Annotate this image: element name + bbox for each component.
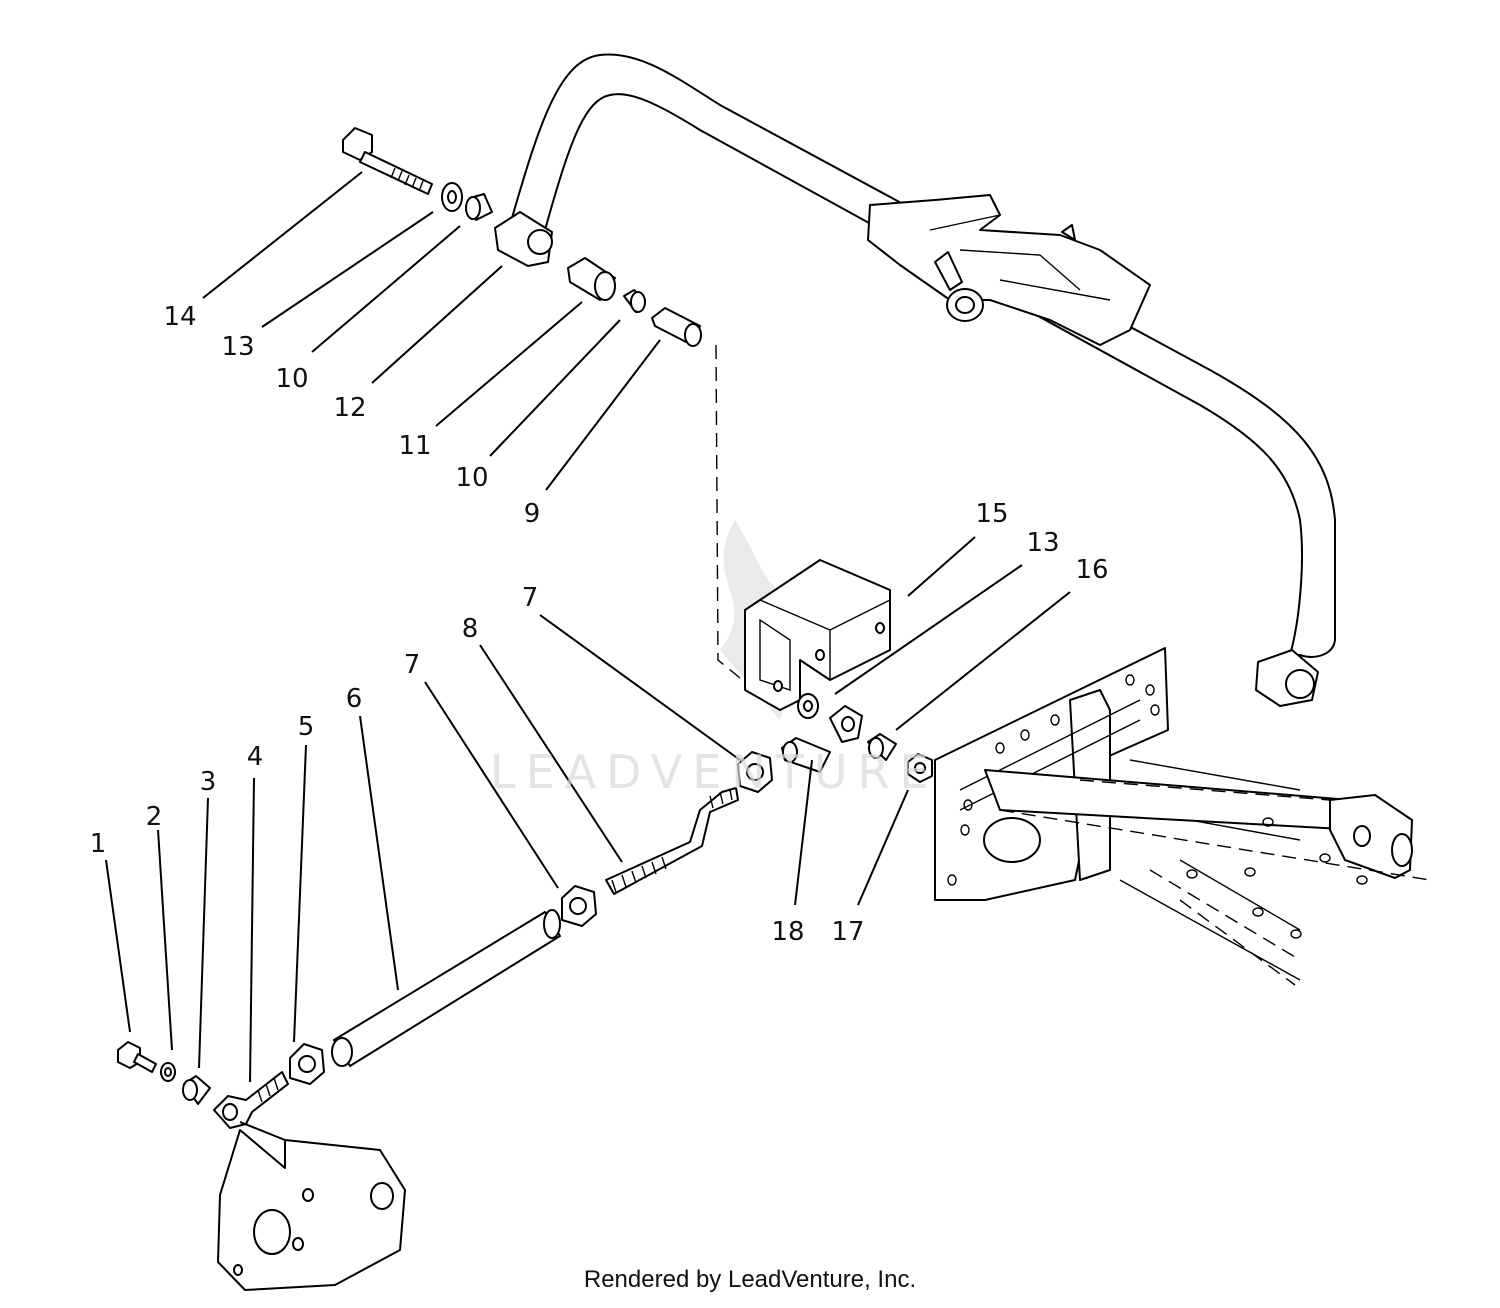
callout-2[interactable]: 2 bbox=[146, 802, 163, 832]
footer-credit: Rendered by LeadVenture, Inc. bbox=[583, 1266, 917, 1293]
assembly-path-line bbox=[715, 344, 741, 679]
callout-5[interactable]: 5 bbox=[298, 712, 315, 742]
callout-9[interactable]: 9 bbox=[524, 499, 541, 529]
bolt-1 bbox=[117, 1041, 157, 1073]
nut-7-lower bbox=[561, 885, 597, 927]
callout-18[interactable]: 18 bbox=[771, 917, 804, 947]
callout-11[interactable]: 11 bbox=[398, 431, 431, 461]
callout-17[interactable]: 17 bbox=[831, 917, 864, 947]
handle-frame bbox=[494, 53, 1336, 707]
bracket-15 bbox=[744, 559, 891, 711]
callout-8[interactable]: 8 bbox=[462, 614, 479, 644]
callout-1[interactable]: 1 bbox=[90, 829, 107, 859]
bushing-10-mid bbox=[623, 289, 646, 313]
callout-12[interactable]: 12 bbox=[333, 393, 366, 423]
callout-3[interactable]: 3 bbox=[200, 767, 217, 797]
callout-10[interactable]: 10 bbox=[455, 463, 488, 493]
leader-lines bbox=[105, 171, 1071, 1141]
pivot-block bbox=[1329, 794, 1413, 879]
sleeve-9 bbox=[651, 307, 702, 347]
callout-4[interactable]: 4 bbox=[247, 742, 264, 772]
callout-6[interactable]: 6 bbox=[346, 684, 363, 714]
nut-5 bbox=[289, 1043, 325, 1085]
callout-numbers: 14 13 10 12 11 10 9 15 13 16 7 8 7 6 5 4… bbox=[90, 302, 1109, 947]
nut-7-upper bbox=[737, 751, 773, 793]
rod-end-16 bbox=[829, 705, 863, 743]
callout-13[interactable]: 13 bbox=[221, 332, 254, 362]
control-lever-housing bbox=[867, 194, 1151, 346]
spacer-18 bbox=[781, 737, 831, 773]
mounting-plate bbox=[217, 1129, 406, 1291]
bushing-16 bbox=[867, 733, 897, 761]
callout-14[interactable]: 14 bbox=[163, 302, 196, 332]
bolt-14 bbox=[342, 127, 433, 195]
callout-10[interactable]: 10 bbox=[275, 364, 308, 394]
callout-16[interactable]: 16 bbox=[1075, 555, 1108, 585]
bushing-3 bbox=[182, 1075, 211, 1105]
bushing-10-top bbox=[465, 193, 493, 221]
callout-15[interactable]: 15 bbox=[975, 499, 1008, 529]
washer-2 bbox=[160, 1062, 176, 1082]
watermark-text: LEADVENTURE bbox=[490, 745, 939, 799]
washer-13-mid bbox=[797, 693, 819, 719]
callout-7[interactable]: 7 bbox=[404, 650, 421, 680]
spacer-11 bbox=[567, 257, 616, 301]
nut-17 bbox=[907, 753, 933, 783]
washer-13-top bbox=[441, 182, 463, 212]
rod-8 bbox=[605, 787, 739, 895]
callout-7[interactable]: 7 bbox=[522, 583, 539, 613]
tube-6 bbox=[331, 909, 561, 1067]
chassis-frame bbox=[934, 647, 1431, 986]
rod-end-4 bbox=[213, 1071, 289, 1129]
callout-13[interactable]: 13 bbox=[1026, 528, 1059, 558]
